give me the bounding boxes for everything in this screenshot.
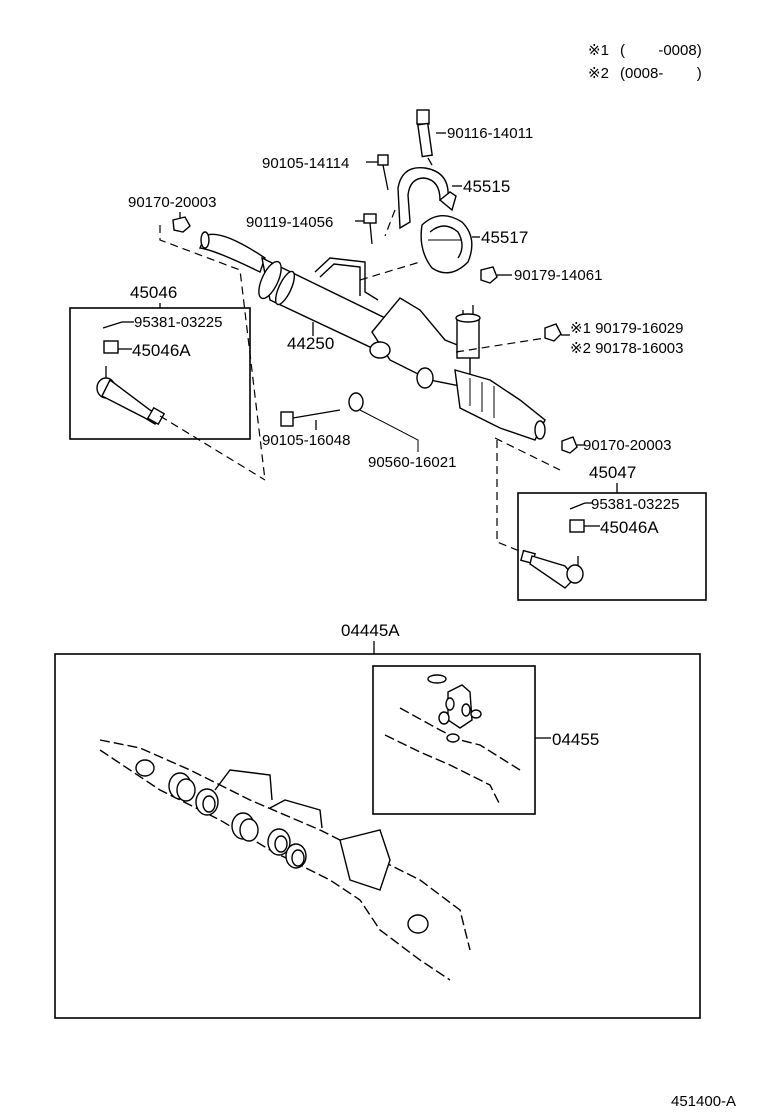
label-90119-14056: 90119-14056 — [246, 214, 333, 231]
leader-left — [159, 225, 266, 481]
label-45046A-left: 45046A — [132, 341, 191, 360]
tie-rod-end-right-icon — [520, 549, 584, 589]
legend-note2-range: (0008- ) — [620, 65, 702, 82]
label-45046A-right: 45046A — [600, 518, 659, 537]
legend-note2-mark: ※2 — [588, 65, 609, 82]
castle-nut-right-icon — [569, 519, 585, 533]
bolt-90119-14056-icon — [363, 213, 377, 245]
bolt-90105-14114-icon — [377, 154, 389, 191]
leader-bracket — [384, 209, 396, 237]
diagram-code: 451400-A — [671, 1093, 736, 1110]
nut-90170-20003-top-icon — [172, 216, 191, 233]
seal-rings-icon — [168, 772, 307, 869]
label-04445A: 04445A — [341, 621, 400, 640]
label-90105-16048: 90105-16048 — [262, 432, 350, 449]
tie-rod-end-left-icon — [96, 366, 166, 426]
bushing-45517-icon — [420, 215, 473, 274]
legend-note1-mark: ※1 — [588, 42, 609, 59]
bolt-90116-14011-icon — [416, 109, 433, 166]
label-90105-14114: 90105-14114 — [262, 155, 349, 172]
leader-nut-right — [455, 337, 546, 353]
cotter-pin-left-icon — [102, 321, 123, 329]
label-95381-03225-left: 95381-03225 — [134, 314, 222, 331]
label-90178-16003: ※2 90178-16003 — [570, 340, 684, 357]
label-90170-20003-top: 90170-20003 — [128, 194, 216, 211]
gasket-kit-04455-box — [372, 665, 536, 815]
gasket-kit-04445A-box — [54, 653, 701, 1019]
label-45515: 45515 — [463, 177, 510, 196]
steering-rack-44250-icon — [199, 231, 546, 441]
nut-90170-20003-right-icon — [561, 436, 578, 454]
label-45047: 45047 — [589, 463, 636, 482]
legend-note1-range: ( -0008) — [620, 42, 702, 59]
label-45046: 45046 — [130, 283, 177, 302]
leader-bolt-90119 — [359, 261, 421, 281]
castle-nut-left-icon — [103, 340, 119, 354]
tie-rod-end-right-box — [517, 492, 707, 601]
tie-rod-end-left-box — [69, 307, 251, 440]
nut-90179-14061-icon — [480, 266, 498, 284]
leader-tie-rod-right — [494, 437, 561, 471]
bracket-45515-icon — [397, 166, 457, 230]
label-90179-14061: 90179-14061 — [514, 267, 602, 284]
label-90560-16021: 90560-16021 — [368, 454, 456, 471]
valve-seals-icon — [384, 674, 521, 806]
washer-90560-16021-icon — [348, 392, 364, 412]
label-95381-03225-right: 95381-03225 — [591, 496, 679, 513]
legend: ※1 ( -0008) ※2 (0008- ) — [588, 42, 702, 82]
nut-90179-16029-icon — [544, 323, 562, 342]
label-90116-14011: 90116-14011 — [447, 125, 533, 142]
label-90179-16029: ※1 90179-16029 — [570, 320, 684, 337]
cotter-pin-right-icon — [569, 502, 586, 510]
rack-housing-sketch-icon — [99, 739, 471, 981]
label-04455: 04455 — [552, 730, 599, 749]
bolt-90105-16048-icon — [280, 409, 341, 427]
label-90170-20003-right: 90170-20003 — [583, 437, 671, 454]
label-45517: 45517 — [481, 228, 528, 247]
label-44250: 44250 — [287, 334, 334, 353]
